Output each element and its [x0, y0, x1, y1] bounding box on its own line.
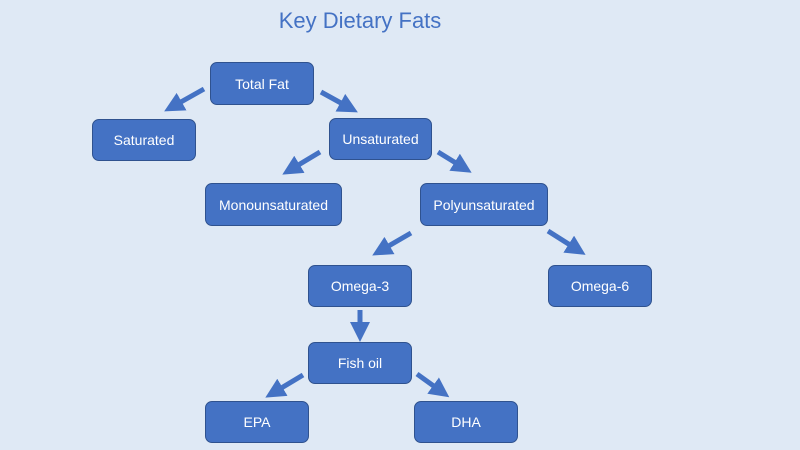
diagram-title: Key Dietary Fats [278, 8, 442, 33]
arrow-polyunsaturated-to-omega6 [546, 228, 586, 255]
node-polyunsaturated: Polyunsaturated [420, 183, 548, 226]
arrow-total-fat-to-saturated [164, 86, 206, 112]
arrow-unsaturated-to-monounsaturated [282, 149, 322, 175]
node-unsaturated: Unsaturated [329, 118, 432, 160]
node-monounsaturated: Monounsaturated [205, 183, 342, 226]
arrow-fish-oil-to-dha [415, 371, 450, 398]
arrow-unsaturated-to-polyunsaturated [436, 149, 472, 173]
node-omega-3: Omega-3 [308, 265, 412, 307]
node-fish-oil: Fish oil [308, 342, 412, 384]
arrow-fish-oil-to-epa [265, 372, 305, 398]
arrow-total-fat-to-unsaturated [319, 89, 358, 113]
node-epa: EPA [205, 401, 309, 443]
node-total-fat: Total Fat [210, 62, 314, 105]
node-dha: DHA [414, 401, 518, 443]
node-saturated: Saturated [92, 119, 196, 161]
node-omega-6: Omega-6 [548, 265, 652, 307]
arrow-polyunsaturated-to-omega3 [372, 230, 413, 256]
